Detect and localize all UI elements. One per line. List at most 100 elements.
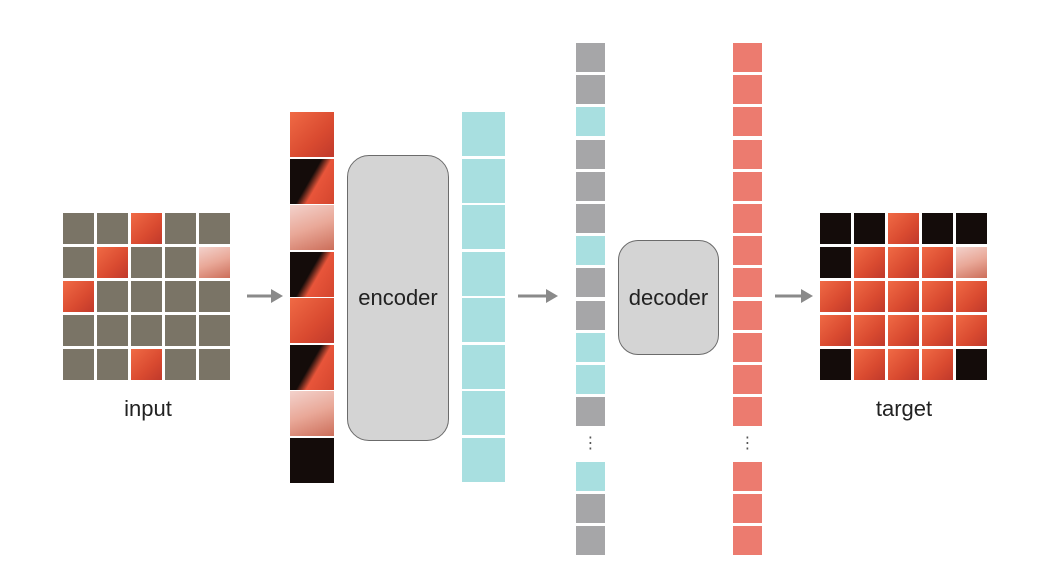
target-patch (888, 281, 919, 312)
masked-patch (63, 247, 94, 278)
masked-patch (131, 247, 162, 278)
masked-patch (165, 315, 196, 346)
arrow-to-decoder-input (518, 289, 558, 303)
mask-token (576, 43, 605, 72)
predicted-token (733, 107, 762, 137)
visible-patch-token (290, 391, 334, 436)
target-patch (888, 349, 919, 380)
target-patch (922, 315, 953, 346)
target-patch-grid (820, 213, 987, 380)
target-patch (956, 281, 987, 312)
visible-patch-token (290, 437, 334, 483)
encoded-token (462, 437, 505, 482)
target-patch (922, 349, 953, 380)
masked-patch (63, 349, 94, 380)
target-patch (854, 213, 885, 244)
visible-patch-token (290, 251, 334, 297)
target-patch (956, 213, 987, 244)
encoded-token (576, 461, 605, 491)
sequence-ellipsis: ⋮ (739, 435, 756, 453)
input-patch-grid (63, 213, 230, 380)
masked-patch (97, 281, 128, 312)
target-patch (888, 247, 919, 278)
masked-patch (97, 213, 128, 244)
target-patch (820, 315, 851, 346)
predicted-token (733, 268, 762, 298)
arrow-to-target (775, 289, 813, 303)
masked-patch (97, 315, 128, 346)
target-patch (888, 315, 919, 346)
masked-patch (97, 349, 128, 380)
predicted-token (733, 397, 762, 427)
predicted-token (733, 365, 762, 394)
visible-patch-token (290, 298, 334, 343)
predicted-token (733, 526, 762, 555)
mask-token (576, 139, 605, 169)
visible-patch-token (290, 158, 334, 204)
masked-patch (165, 247, 196, 278)
predicted-token (733, 75, 762, 105)
encoded-token (576, 107, 605, 137)
masked-patch (199, 281, 230, 312)
masked-patch (165, 349, 196, 380)
target-label: target (875, 396, 933, 421)
predicted-token (733, 171, 762, 201)
encoder-label: encoder (358, 285, 438, 310)
input-label: input (124, 396, 172, 421)
encoded-token (576, 365, 605, 394)
predicted-token (733, 204, 762, 233)
predicted-token (733, 332, 762, 362)
mask-token (576, 268, 605, 298)
masked-patch (131, 281, 162, 312)
masked-patch (199, 315, 230, 346)
encoded-token (462, 158, 505, 203)
target-patch (820, 213, 851, 244)
encoded-token (576, 236, 605, 266)
masked-patch (63, 213, 94, 244)
masked-patch (199, 349, 230, 380)
mask-token (576, 75, 605, 105)
encoded-token (462, 251, 505, 296)
decoder-block: decoder (618, 240, 719, 355)
masked-patch (165, 281, 196, 312)
target-patch (820, 247, 851, 278)
visible-patch (131, 349, 162, 380)
predicted-token (733, 236, 762, 266)
target-patch (956, 247, 987, 278)
encoder-block: encoder (347, 155, 449, 441)
mask-token (576, 300, 605, 330)
mask-token (576, 397, 605, 427)
predicted-token (733, 139, 762, 169)
target-patch (854, 247, 885, 278)
visible-patch-token (290, 112, 334, 157)
target-patch (820, 281, 851, 312)
predicted-token (733, 300, 762, 330)
encoded-token (462, 344, 505, 389)
visible-patch (97, 247, 128, 278)
masked-patch (199, 213, 230, 244)
target-patch (956, 315, 987, 346)
visible-patch (131, 213, 162, 244)
masked-patch (131, 315, 162, 346)
target-patch (956, 349, 987, 380)
encoded-token (576, 332, 605, 362)
mask-token (576, 171, 605, 201)
mask-token (576, 526, 605, 555)
target-patch (888, 213, 919, 244)
encoded-token (462, 298, 505, 342)
target-patch (854, 349, 885, 380)
decoder-label: decoder (628, 284, 709, 310)
visible-patch-token (290, 344, 334, 390)
arrow-to-visible-patches (247, 289, 283, 303)
encoded-token (462, 391, 505, 435)
predicted-token (733, 43, 762, 72)
target-patch (922, 281, 953, 312)
predicted-token (733, 461, 762, 491)
visible-patch-token (290, 205, 334, 250)
visible-patch (63, 281, 94, 312)
mask-token (576, 493, 605, 523)
visible-patch (199, 247, 230, 278)
predicted-token (733, 493, 762, 523)
target-patch (922, 213, 953, 244)
